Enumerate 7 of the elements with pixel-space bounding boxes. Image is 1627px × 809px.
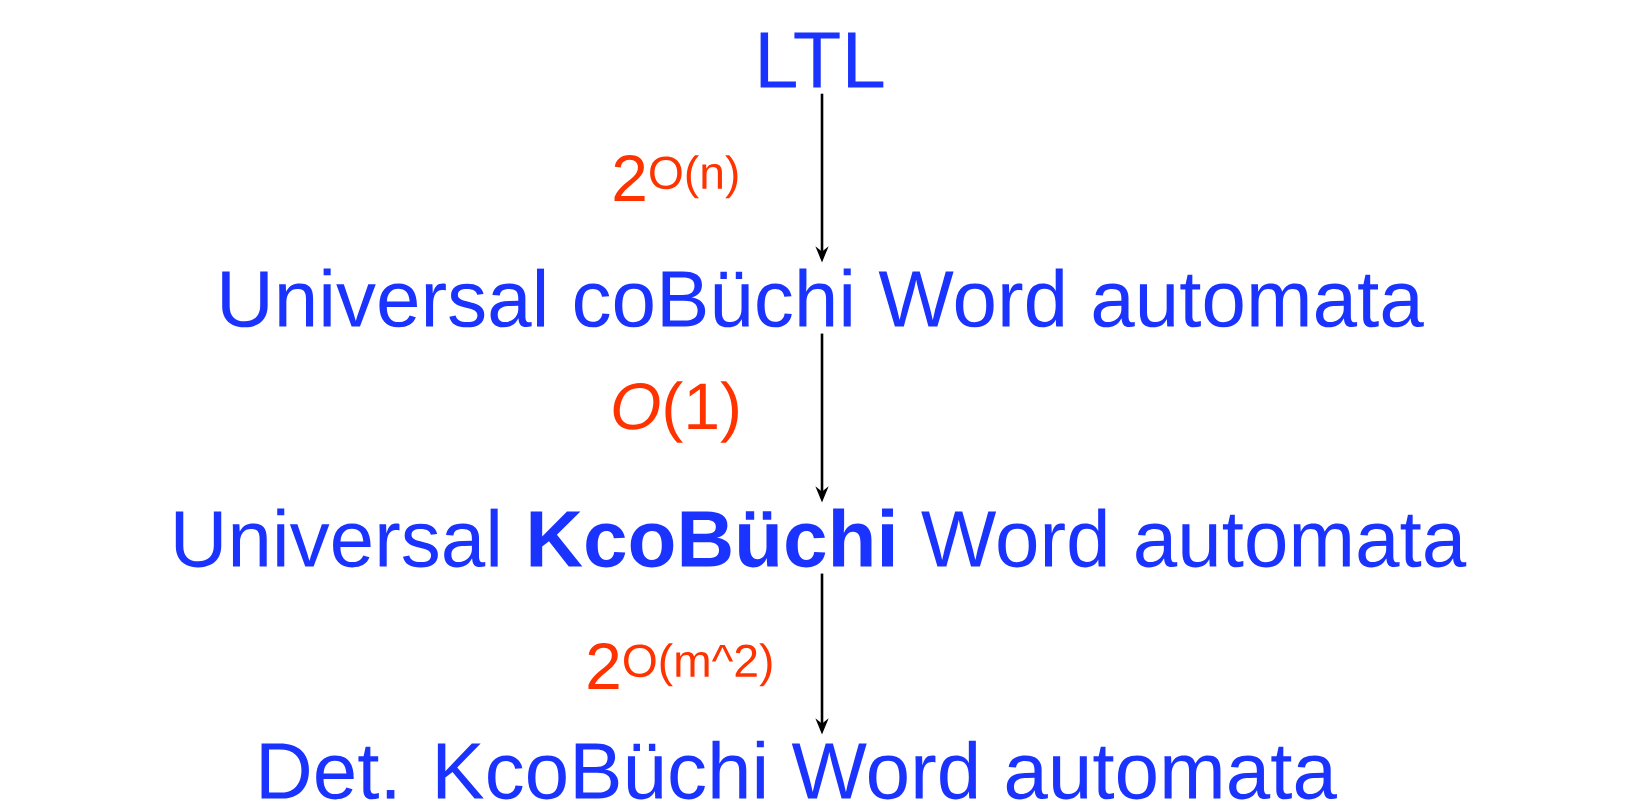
edge-label: O(1) [613,381,738,443]
node-text: LTL [760,32,884,88]
node-text: Universal coBüchi Word automata [222,268,1424,328]
node-text: Det. KcoBüchi Word automata [261,740,1337,800]
edge-label: 2$^{O(n)}$ [614,154,738,202]
edge-label: 2$^{O(m^2)}$ [588,642,772,690]
node-text: Universal KcoBüchi Word automata [175,508,1467,568]
